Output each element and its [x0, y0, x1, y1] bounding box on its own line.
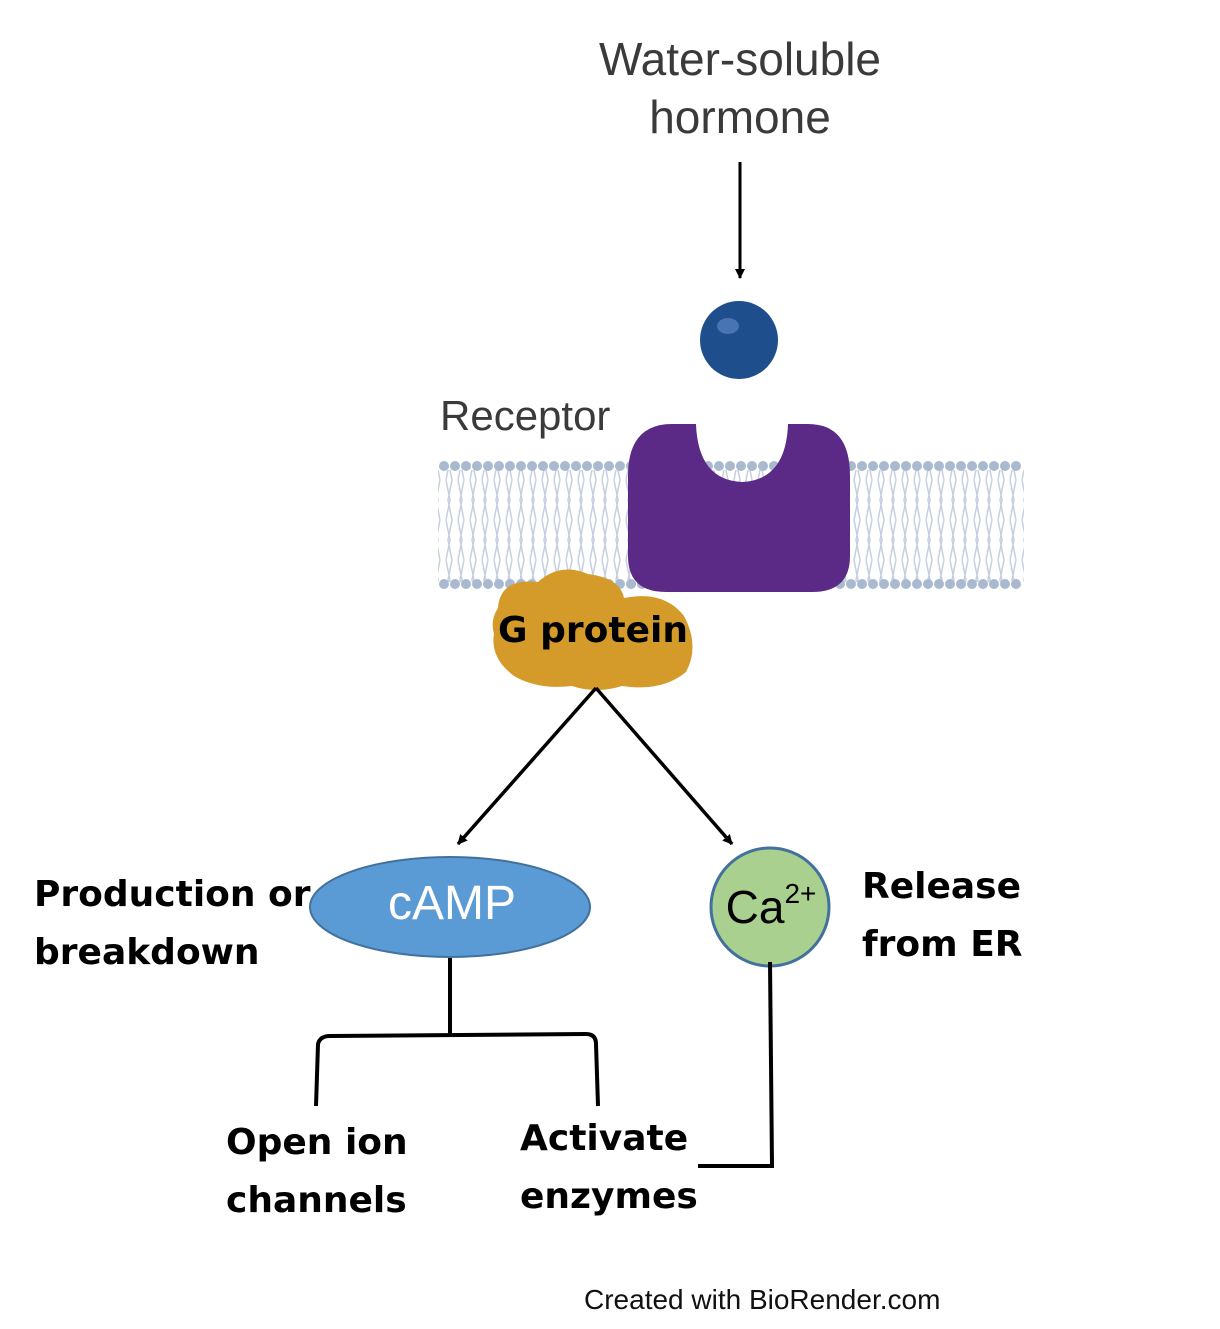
receptor-label: Receptor: [440, 392, 611, 439]
ion-channels-line2: channels: [226, 1180, 407, 1221]
phospholipid-head: [934, 579, 944, 589]
receptor-protein: [628, 424, 850, 592]
credit-text: Created with BioRender.com: [584, 1284, 941, 1315]
phospholipid-head: [967, 461, 977, 471]
phospholipid-head: [494, 579, 504, 589]
phospholipid-head: [472, 461, 482, 471]
calcium-to-enzymes-connector: [698, 961, 775, 1168]
ion-channels-outcome: Open ion channels: [226, 1114, 408, 1230]
phospholipid-head: [923, 579, 933, 589]
arrow-to-calcium: [594, 686, 734, 846]
phospholipid-head: [901, 579, 911, 589]
phospholipid-head: [1000, 579, 1010, 589]
phospholipid-head: [879, 579, 889, 589]
phospholipid-head: [725, 461, 735, 471]
phospholipid-head: [450, 579, 460, 589]
phospholipid-head: [1011, 461, 1021, 471]
phospholipid-head: [868, 579, 878, 589]
ion-channels-line1: Open ion: [226, 1122, 408, 1163]
phospholipid-head: [571, 461, 581, 471]
phospholipid-head: [967, 579, 977, 589]
phospholipid-head: [1000, 461, 1010, 471]
calcium-note-line2: from ER: [862, 924, 1023, 965]
phospholipid-head: [527, 461, 537, 471]
camp-label: cAMP: [387, 877, 516, 930]
phospholipid-head: [857, 579, 867, 589]
phospholipid-head: [714, 461, 724, 471]
enzymes-line2: enzymes: [520, 1176, 698, 1217]
phospholipid-head: [626, 579, 636, 589]
phospholipid-head: [450, 461, 460, 471]
hormone-label: Water-soluble hormone: [540, 30, 940, 146]
phospholipid-head: [747, 461, 757, 471]
arrow-to-camp: [456, 686, 598, 846]
phospholipid-head: [736, 461, 746, 471]
calcium-label: Ca2+: [712, 878, 830, 934]
phospholipid-head: [857, 461, 867, 471]
camp-molecule: [309, 856, 591, 958]
phospholipid-head: [494, 461, 504, 471]
phospholipid-head: [604, 461, 614, 471]
calcium-label-base: Ca: [725, 881, 785, 933]
phospholipid-head: [912, 461, 922, 471]
phospholipid-head: [461, 461, 471, 471]
g-protein-label: G protein: [498, 610, 688, 651]
phospholipid-head: [1011, 579, 1021, 589]
hormone-molecule: [700, 301, 778, 379]
hormone-label-line1: Water-soluble: [598, 33, 882, 85]
phospholipid-head: [890, 579, 900, 589]
phospholipid-head: [879, 461, 889, 471]
phospholipid-head: [538, 461, 548, 471]
calcium-note: Release from ER: [862, 858, 1023, 974]
phospholipid-head: [923, 461, 933, 471]
phospholipid-head: [945, 579, 955, 589]
phospholipid-head: [978, 579, 988, 589]
camp-note-line2: breakdown: [34, 932, 260, 973]
phospholipid-head: [846, 579, 856, 589]
phospholipid-head: [989, 579, 999, 589]
camp-note-line1: Production or: [34, 874, 311, 915]
phospholipid-head: [758, 461, 768, 471]
phospholipid-head: [439, 579, 449, 589]
phospholipid-head: [483, 579, 493, 589]
phospholipid-head: [439, 461, 449, 471]
camp-note: Production or breakdown: [34, 866, 311, 982]
phospholipid-head: [945, 461, 955, 471]
phospholipid-head: [582, 461, 592, 471]
phospholipid-head: [615, 461, 625, 471]
phospholipid-head: [956, 461, 966, 471]
phospholipid-heads-outer: [439, 461, 1021, 471]
calcium-label-charge: 2+: [784, 878, 817, 909]
phospholipid-head: [890, 461, 900, 471]
phospholipid-head: [560, 461, 570, 471]
camp-branch-bracket: [314, 958, 600, 1107]
phospholipid-head: [483, 461, 493, 471]
phospholipid-head: [978, 461, 988, 471]
phospholipid-head: [912, 579, 922, 589]
phospholipid-head: [472, 579, 482, 589]
calcium-note-line1: Release: [862, 866, 1022, 907]
phospholipid-head: [505, 461, 515, 471]
phospholipid-head: [461, 579, 471, 589]
enzymes-outcome: Activate enzymes: [520, 1110, 698, 1226]
phospholipid-head: [593, 461, 603, 471]
phospholipid-head: [901, 461, 911, 471]
phospholipid-head: [956, 579, 966, 589]
g-protein: [492, 569, 693, 690]
enzymes-line1: Activate: [520, 1118, 689, 1159]
phospholipid-head: [868, 461, 878, 471]
phospholipid-head: [516, 461, 526, 471]
phospholipid-head: [989, 461, 999, 471]
phospholipid-head: [549, 461, 559, 471]
phospholipid-head: [934, 461, 944, 471]
hormone-label-line2: hormone: [649, 91, 831, 143]
